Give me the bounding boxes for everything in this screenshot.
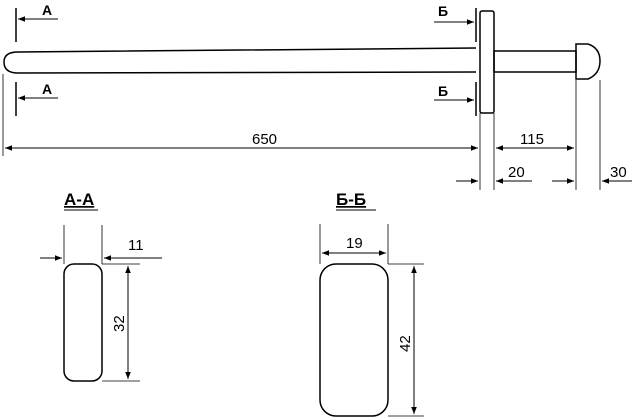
dim-guard-to-pommel: 115 xyxy=(520,131,544,148)
section-bb-profile xyxy=(319,263,389,417)
blade xyxy=(3,47,477,74)
handle xyxy=(493,50,577,73)
section-aa-width: 11 xyxy=(128,237,144,254)
section-bb-width: 19 xyxy=(346,235,363,252)
guard xyxy=(479,10,495,114)
section-b-bottom-letter: Б xyxy=(438,83,448,99)
section-a-markers: А А xyxy=(15,2,58,116)
dim-blade-length: 650 xyxy=(252,131,277,148)
section-bb-title: Б-Б xyxy=(336,190,366,209)
section-a-bottom-letter: А xyxy=(42,81,52,97)
section-aa-title: А-А xyxy=(64,190,94,209)
section-aa-height: 32 xyxy=(111,315,128,332)
dim-guard-thickness: 20 xyxy=(508,164,525,181)
section-bb-height: 42 xyxy=(397,335,414,352)
dimensions-main: 650 115 20 30 xyxy=(2,74,632,190)
section-aa-profile xyxy=(63,263,103,382)
pommel xyxy=(575,43,601,80)
section-bb: Б-Б 19 42 xyxy=(319,190,424,417)
section-b-markers: Б Б xyxy=(434,3,477,116)
dim-pommel-thickness: 30 xyxy=(610,164,627,181)
section-aa: А-А 11 32 xyxy=(40,190,162,382)
section-a-top-letter: А xyxy=(42,2,52,18)
section-b-top-letter: Б xyxy=(438,3,448,19)
sword-side-view xyxy=(3,10,601,114)
